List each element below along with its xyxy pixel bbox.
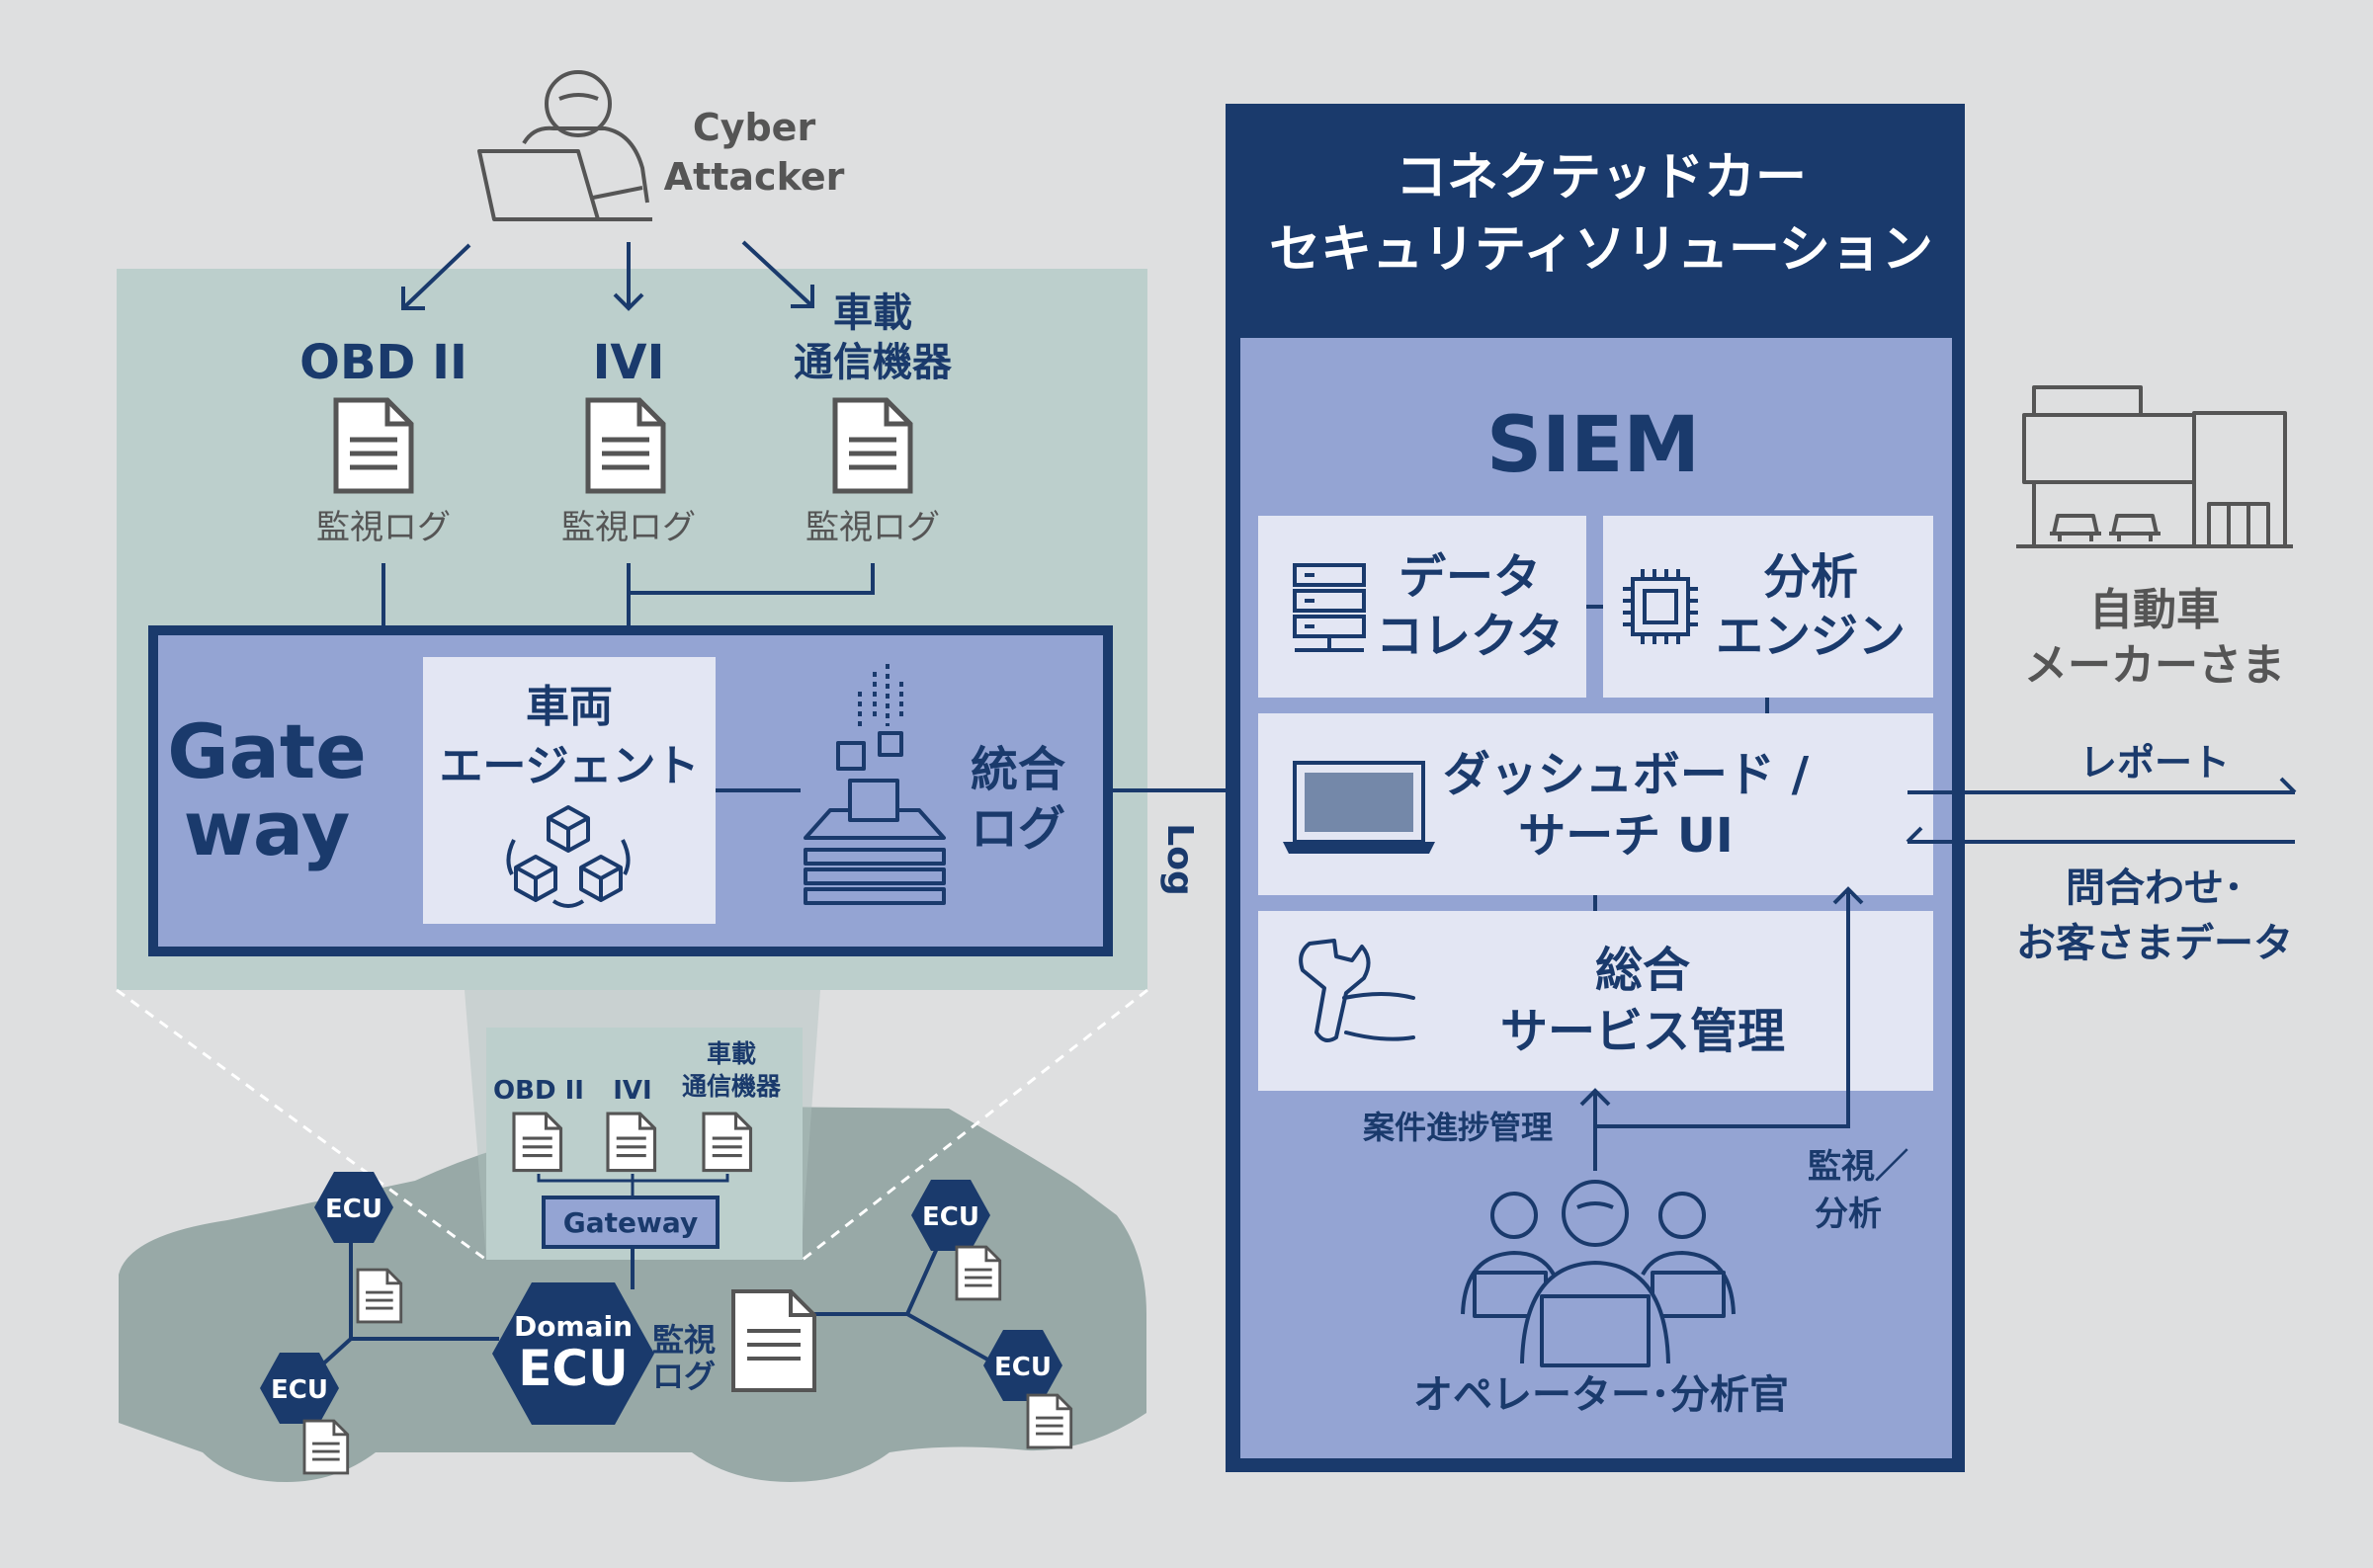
operators-arrows [1579,886,1864,1171]
car-gateway-label: Gateway [563,1206,698,1239]
monitor-analysis-label-line1: 監視／ [1808,1147,1908,1187]
service-management-label-line2: サービス管理 [1500,1004,1785,1059]
ecu-hex [314,1172,393,1243]
wrench-hand-icon [1299,939,1415,1043]
domain-ecu-hex [492,1282,654,1425]
laptop-icon [1283,761,1435,854]
car-telematics-label-line2: 通信機器 [682,1072,782,1101]
vehicle-agent-box [423,657,716,924]
log-connectors [381,563,875,630]
vehicle-agent-label-line1: 車両 [526,682,613,732]
entry-obd-label: OBD II [299,335,467,390]
document-icon [1026,1393,1073,1449]
service-management-label-line1: 総合 [1595,943,1690,998]
domain-monitor-log-line1: 監視 [652,1321,716,1359]
inquiry-label-line2: お客さまデータ [2016,921,2293,966]
ecu-hex [260,1353,339,1424]
ecu-label: ECU [922,1202,979,1232]
solution-title-line2: セキュリティソリューション [1269,220,1933,280]
entry-ivi-label: IVI [593,335,665,390]
monitor-log-label: 監視ログ [561,508,696,547]
cubes-icon [506,805,631,908]
monitor-analysis-label-line2: 分析 [1815,1195,1882,1234]
domain-ecu-label-line1: Domain [514,1310,633,1343]
log-label: Log [1159,823,1200,895]
entry-telematics-label-line1: 車載 [833,290,912,336]
car-log-connectors [537,1174,729,1197]
inquiry-label-line1: 問合わせ･ [2066,866,2244,911]
attacker-label-line2: Attacker [664,155,845,199]
analysis-engine-label-line2: エンジン [1716,609,1906,664]
car-telematics-label-line1: 車載 [707,1039,756,1068]
car-ivi-label: IVI [613,1076,651,1106]
dashboard-label-line2: サーチ UI [1518,808,1734,864]
gateway-label-line2: way [184,784,351,872]
data-collector-label-line1: データ [1398,549,1541,605]
data-collector-box [1258,516,1586,698]
document-icon [731,1289,816,1392]
monitor-log-label: 監視ログ [805,508,940,547]
document-icon [955,1245,1002,1301]
domain-ecu-label-line2: ECU [518,1340,628,1397]
manufacturer-label-line2: メーカーさま [2024,640,2285,691]
car-gateway-box [542,1196,720,1249]
case-progress-label: 案件進捗管理 [1363,1109,1553,1146]
server-icon [1293,563,1366,652]
attacker-icon [477,70,652,221]
report-label: レポート [2079,741,2230,784]
gateway-label-line1: Gate [167,707,367,795]
data-collector-label-line2: コレクタ [1376,609,1564,664]
factory-icon [2016,385,2293,548]
attack-arrows [401,240,814,311]
document-icon [606,1112,657,1173]
ecu-hex [983,1330,1062,1401]
entry-telematics-label-line2: 通信機器 [794,340,953,385]
ecu-label: ECU [325,1195,382,1224]
domain-monitor-log-line2: ログ [652,1358,716,1395]
service-management-box [1258,911,1933,1091]
manufacturer-label-line1: 自動車 [2089,585,2220,635]
document-icon [356,1268,403,1324]
document-icon [302,1419,350,1475]
operators-label: オペレーター･分析官 [1413,1372,1789,1418]
solution-title-line1: コネクテッドカー [1396,148,1807,207]
document-icon [336,400,411,491]
operators-icon [1461,1180,1736,1367]
vehicle-agent-label-line2: エージェント [439,741,699,791]
attacker-label-line1: Cyber [693,106,816,149]
document-icon [702,1112,753,1173]
monitor-log-label: 監視ログ [316,508,451,547]
ecu-label: ECU [271,1375,328,1405]
analysis-engine-box [1603,516,1933,698]
document-icon [512,1112,563,1173]
integrated-log-icon [804,664,946,905]
integrated-log-label-line2: ログ [971,801,1065,857]
integrated-log-label-line1: 統合 [971,742,1065,797]
chip-icon [1623,569,1698,644]
report-arrows [1906,777,2297,844]
ecu-label: ECU [994,1353,1052,1382]
siem-label: SIEM [1486,401,1700,490]
analysis-engine-label-line1: 分析 [1763,549,1858,605]
document-icon [588,400,663,491]
ecu-hex [911,1180,990,1251]
document-icon [835,400,910,491]
dashboard-label-line1: ダッシュボード / [1443,747,1810,802]
car-obd-label: OBD II [493,1076,584,1106]
